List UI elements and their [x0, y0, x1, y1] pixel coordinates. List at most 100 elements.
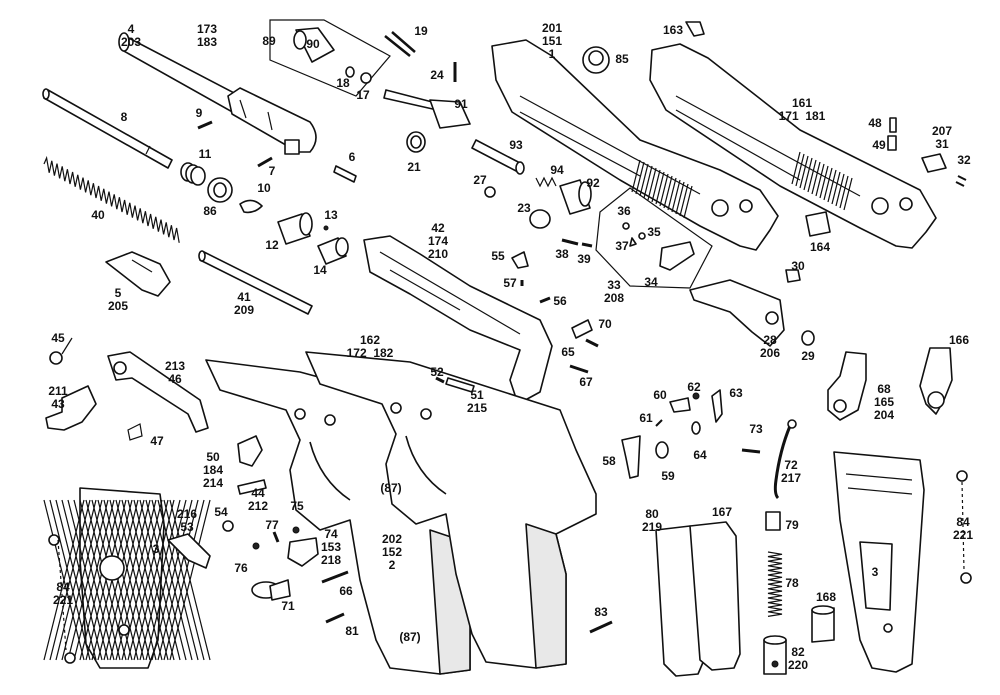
bushing-86 — [207, 177, 233, 203]
label-10: 10 — [257, 181, 271, 195]
slide-201-151-1 — [491, 39, 779, 251]
frame-162-172-182 — [305, 351, 597, 669]
label-57: 57 — [503, 276, 517, 290]
label-38: 38 — [555, 247, 569, 261]
label-32: 32 — [957, 153, 971, 167]
label-168: 168 — [815, 590, 837, 604]
part-168 — [811, 605, 835, 643]
part-28-206 — [689, 279, 785, 347]
label-3-left: 3 — [152, 542, 160, 556]
label-17: 17 — [356, 88, 370, 102]
label-62: 62 — [687, 380, 701, 394]
label-77: 77 — [265, 518, 279, 532]
label-76: 76 — [234, 561, 248, 575]
part-163 — [685, 21, 705, 37]
part-58 — [621, 435, 641, 479]
label-52: 52 — [430, 365, 444, 379]
label-24: 24 — [430, 68, 444, 82]
label-67: 67 — [579, 375, 593, 389]
label-39: 39 — [577, 252, 591, 266]
label-3-right: 3 — [871, 565, 879, 579]
part-70 — [571, 319, 593, 339]
frame-insert-42 — [363, 235, 553, 405]
label-93: 93 — [509, 138, 523, 152]
pin-52 — [435, 376, 445, 384]
label-13: 13 — [324, 208, 338, 222]
bushing-85 — [582, 46, 610, 74]
label-73: 73 — [749, 422, 763, 436]
label-92: 92 — [586, 176, 600, 190]
box-89-group — [269, 19, 391, 97]
part-74-153-218 — [287, 537, 319, 567]
label-89: 89 — [262, 34, 276, 48]
part-211-43 — [45, 385, 97, 431]
grip-panel-3-left — [43, 487, 211, 669]
ring-27 — [484, 186, 496, 198]
label-91: 91 — [454, 97, 468, 111]
label-167: 167 — [711, 505, 733, 519]
screw-84-221-left — [48, 534, 76, 664]
label-87-upper: (87) — [380, 481, 402, 495]
label-8: 8 — [120, 110, 128, 124]
label-63: 63 — [729, 386, 743, 400]
label-59: 59 — [661, 469, 675, 483]
part-44-212 — [237, 479, 267, 495]
part-63 — [711, 389, 723, 423]
spring-78 — [767, 551, 783, 617]
spring-45 — [49, 337, 73, 365]
part-76 — [252, 542, 260, 550]
label-23: 23 — [517, 201, 531, 215]
label-45: 45 — [51, 331, 65, 345]
part-32 — [955, 175, 967, 187]
pin-66 — [321, 570, 349, 584]
rod-41 — [198, 250, 313, 315]
label-34: 34 — [644, 275, 658, 289]
pin-77 — [272, 531, 280, 543]
recoil-spring — [43, 155, 180, 243]
label-64: 64 — [693, 448, 707, 462]
label-40: 40 — [91, 208, 105, 222]
label-79: 79 — [785, 518, 799, 532]
part-59 — [655, 441, 669, 459]
pin-49 — [887, 135, 897, 151]
label-85: 85 — [615, 52, 629, 66]
lever-5 — [105, 251, 171, 297]
part-216-53 — [167, 533, 211, 569]
label-49: 49 — [872, 138, 886, 152]
label-6: 6 — [348, 150, 356, 164]
label-87-lower: (87) — [399, 630, 421, 644]
label-9: 9 — [195, 106, 203, 120]
label-48: 48 — [868, 116, 882, 130]
pin-56 — [539, 296, 551, 304]
label-56: 56 — [553, 294, 567, 308]
part-60 — [669, 397, 691, 413]
pin-48 — [889, 117, 897, 133]
label-81: 81 — [345, 624, 359, 638]
label-37: 37 — [615, 239, 629, 253]
label-54: 54 — [214, 505, 228, 519]
part-50 — [237, 435, 263, 467]
label-66: 66 — [339, 584, 353, 598]
spring-54 — [222, 520, 234, 532]
spring-11 — [180, 162, 206, 186]
label-19: 19 — [414, 24, 428, 38]
label-12: 12 — [265, 238, 279, 252]
magazine-167 — [689, 521, 741, 671]
label-61: 61 — [639, 411, 653, 425]
pin-67 — [569, 364, 589, 374]
